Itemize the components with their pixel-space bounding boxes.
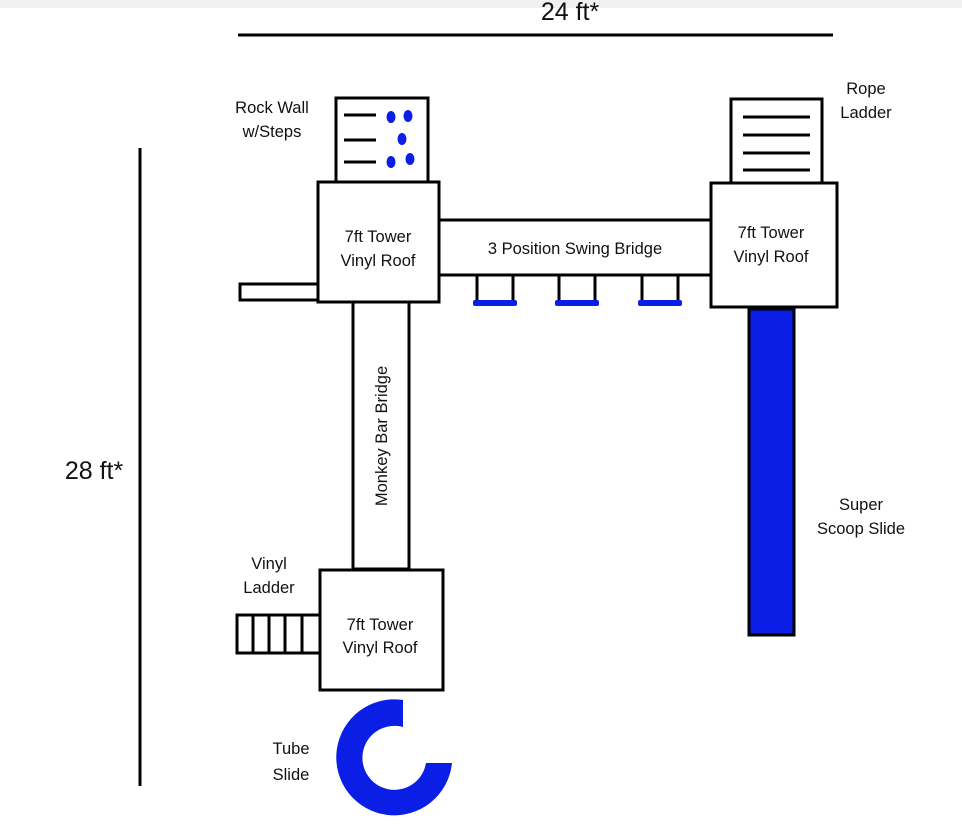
top-shadow-band [0,0,962,8]
height-dimension-label: 28 ft* [65,457,124,485]
swing-bridge-box [437,218,713,277]
swing [473,275,517,306]
tower-top-right-label-line1: 7ft Tower [738,224,805,242]
tower-bottom-left-box [318,568,445,692]
scoop-slide-body [747,307,796,637]
scoop-slide-label-line1: Super [839,496,884,514]
swing [638,275,682,306]
rock-hold [403,110,413,122]
swing [555,275,599,306]
side-platform [238,282,320,302]
swing-bridge-label: 3 Position Swing Bridge [488,240,662,258]
tower-top-left: 7ft Tower Vinyl Roof [316,180,441,304]
vinyl-ladder: Vinyl Ladder [235,555,322,655]
scoop-slide: Super Scoop Slide [747,307,905,637]
tube-slide-shape [336,699,452,816]
monkey-bar-bridge: Monkey Bar Bridge [351,300,411,571]
rock-hold [405,153,415,165]
vinyl-ladder-box [235,613,322,655]
monkey-bar-bridge-label: Monkey Bar Bridge [373,366,391,506]
rope-ladder: Rope Ladder [729,80,892,185]
tower-top-right-box [709,181,839,309]
tower-bottom-left: 7ft Tower Vinyl Roof [318,568,445,692]
rock-wall-label-line1: Rock Wall [235,99,309,117]
rock-wall: Rock Wall w/Steps [235,96,430,184]
tower-top-left-label-line1: 7ft Tower [345,228,412,246]
scoop-slide-label-line2: Scoop Slide [817,520,905,538]
tower-bottom-left-label-line1: 7ft Tower [347,616,414,634]
tube-slide-label-line2: Slide [273,766,310,784]
tube-slide-label-line1: Tube [273,740,310,758]
rock-hold [386,111,396,123]
rock-wall-label-line2: w/Steps [242,123,302,141]
tower-top-left-box [316,180,441,304]
tower-top-left-label-line2: Vinyl Roof [341,252,416,270]
tower-top-right-label-line2: Vinyl Roof [734,248,809,266]
rock-hold [397,133,407,145]
width-dimension: 24 ft* [238,0,833,37]
swing-bridge: 3 Position Swing Bridge [437,218,713,306]
rope-ladder-label-line1: Rope [846,80,885,98]
vinyl-ladder-label-line1: Vinyl [251,555,286,573]
width-dimension-label: 24 ft* [541,0,600,26]
rock-hold [386,156,396,168]
vinyl-ladder-label-line2: Ladder [243,579,295,597]
tower-top-right: 7ft Tower Vinyl Roof [709,181,839,309]
tower-bottom-left-label-line2: Vinyl Roof [343,639,418,657]
height-dimension: 28 ft* [65,148,142,786]
rope-ladder-label-line2: Ladder [840,104,892,122]
tube-slide: Tube Slide [273,699,452,816]
